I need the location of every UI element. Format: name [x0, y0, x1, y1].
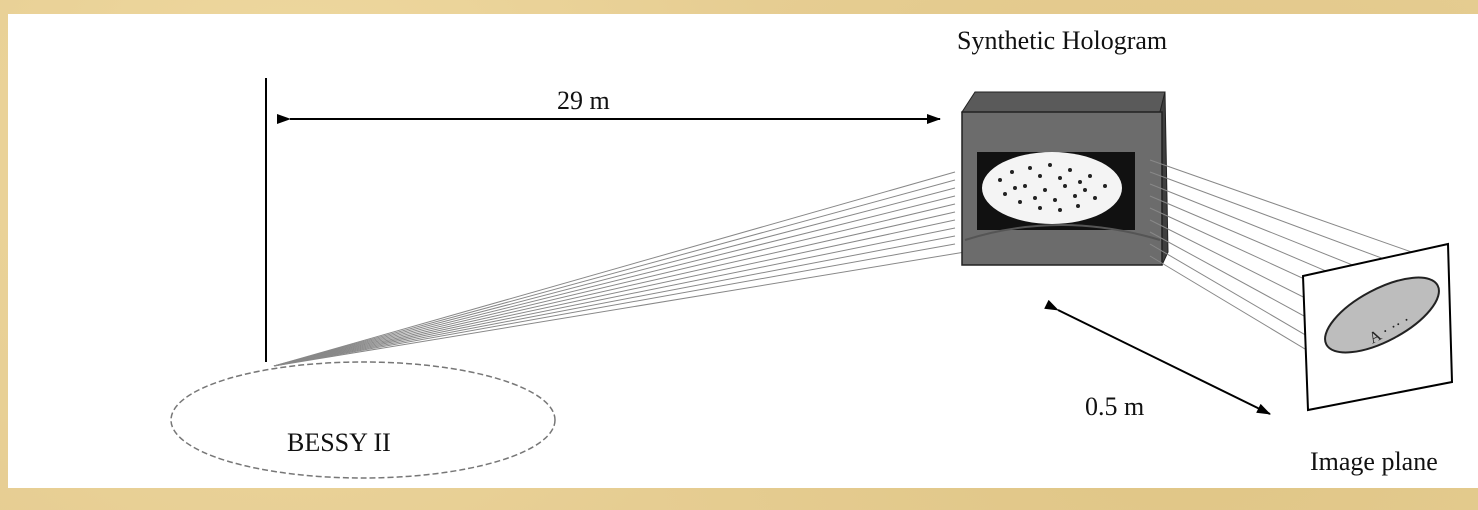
image-plane: A · ·· · [1301, 242, 1454, 412]
synthetic-hologram [961, 91, 1169, 266]
image-plane-label: Image plane [1310, 447, 1438, 476]
distance-long-label: 29 m [557, 86, 610, 115]
distance-short-label: 0.5 m [1085, 392, 1145, 421]
source-label: BESSY II [287, 428, 391, 457]
hologram-label: Synthetic Hologram [957, 26, 1168, 55]
bessy-ii-ring [170, 361, 556, 479]
incident-beam [273, 171, 966, 367]
distance-0-5m-arrow [1044, 299, 1271, 415]
